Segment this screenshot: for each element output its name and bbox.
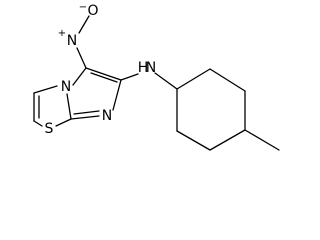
atom-n-bridge: N <box>61 79 71 95</box>
bond-c6-n-amine <box>120 73 139 81</box>
bond-n-ring-c7a-double <box>73 110 100 115</box>
atom-s-ring: S <box>45 121 54 137</box>
bond-n-o-minus <box>78 15 90 34</box>
atom-o-minus: O <box>87 3 98 19</box>
atom-labels: O − N + N H N N S <box>45 2 157 137</box>
charge-plus: + <box>58 28 66 39</box>
bond-cy4-cy5 <box>209 129 246 151</box>
bond-c5-c6-double <box>90 72 118 83</box>
atom-n-ring: N <box>102 108 112 124</box>
bond-n-amine-cy1 <box>154 72 178 90</box>
bond-cy4-methyl <box>244 129 280 151</box>
bond-c6-n-ring <box>112 79 122 111</box>
bond-cy1-cy2 <box>176 68 211 90</box>
charge-minus: − <box>79 2 87 13</box>
bond-n-nitro-c5 <box>76 47 87 69</box>
bond-cy5-cy6 <box>176 130 211 151</box>
bond-c7a-n-bridge <box>66 93 72 120</box>
bond-c5-c6 <box>85 67 122 81</box>
bond-n-bridge-c5 <box>72 67 87 86</box>
bonds <box>33 15 280 151</box>
atom-h-amine: H <box>138 60 149 76</box>
molecule-structure: O − N + N H N N S <box>33 2 280 151</box>
atom-n-nitro: N <box>67 33 77 49</box>
bond-cy2-cy3 <box>209 68 246 92</box>
bond-s-c7a <box>55 118 72 127</box>
bond-c2-s <box>33 120 43 127</box>
atom-n-amine: N <box>146 60 156 76</box>
bond-n-bridge-c3 <box>33 85 58 94</box>
bond-n-ring-c7a <box>70 115 100 120</box>
